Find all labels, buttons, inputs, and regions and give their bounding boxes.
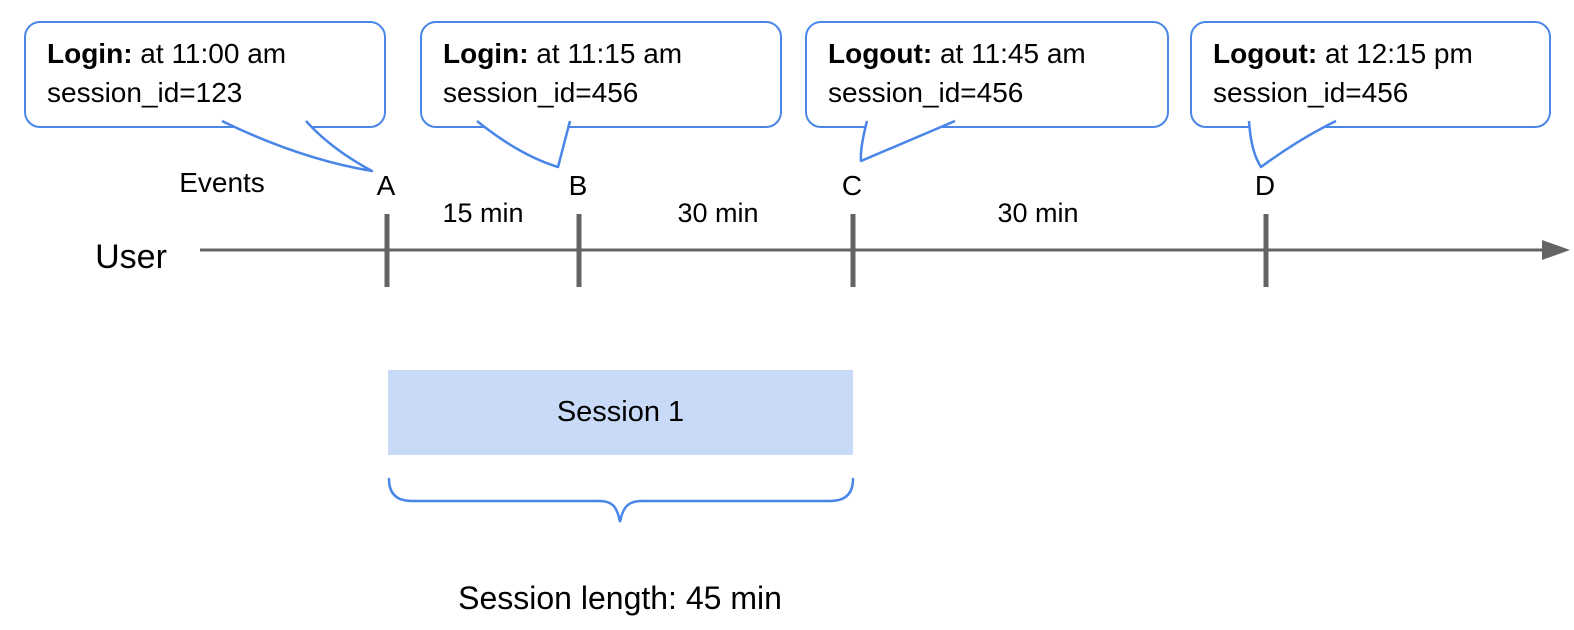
callout-time: at 11:00 am (132, 38, 287, 69)
timeline-arrowhead-icon (1542, 240, 1570, 260)
callout-session-id: session_id=456 (443, 77, 639, 108)
callout-session-id: session_id=456 (1213, 77, 1409, 108)
callout-title: Logout: (1213, 38, 1318, 69)
callout-logout-event-c: Logout: at 11:45 am session_id=456 (805, 21, 1169, 128)
callout-title: Login: (443, 38, 529, 69)
callout-line1: Logout: at 12:15 pm (1213, 34, 1531, 73)
session-1-bar: Session 1 (388, 370, 853, 455)
callout-time: at 11:45 am (932, 38, 1086, 69)
callout-logout-event-d: Logout: at 12:15 pm session_id=456 (1190, 21, 1551, 128)
event-marker-letter-a: A (376, 170, 396, 201)
session-1-bar-label: Session 1 (556, 396, 685, 428)
callout-line1: Login: at 11:00 am (47, 34, 366, 73)
user-row-label: User (95, 238, 167, 276)
callout-login-event-b: Login: at 11:15 am session_id=456 (420, 21, 782, 128)
callout-title: Login: (47, 38, 133, 69)
event-marker-letter-d: D (1254, 170, 1276, 201)
callout-time: at 11:15 am (528, 38, 683, 69)
interval-label-c-d: 30 min (997, 198, 1079, 228)
interval-label-b-c: 30 min (677, 198, 759, 228)
callout-line1: Login: at 11:15 am (443, 34, 762, 73)
session-length-brace (387, 477, 855, 523)
callout-login-event-a: Login: at 11:00 am session_id=123 (24, 21, 386, 128)
callout-line1: Logout: at 11:45 am (828, 34, 1149, 73)
events-row-label: Events (179, 167, 265, 198)
callout-title: Logout: (828, 38, 933, 69)
callout-session-id: session_id=123 (47, 77, 243, 108)
event-marker-letter-c: C (841, 170, 863, 201)
interval-label-a-b: 15 min (442, 198, 524, 228)
callout-tail-a (221, 119, 374, 173)
callout-time: at 12:15 pm (1317, 38, 1473, 69)
session-length-label: Session length: 45 min (458, 580, 782, 616)
event-marker-letter-b: B (568, 170, 588, 201)
callout-session-id: session_id=456 (828, 77, 1024, 108)
